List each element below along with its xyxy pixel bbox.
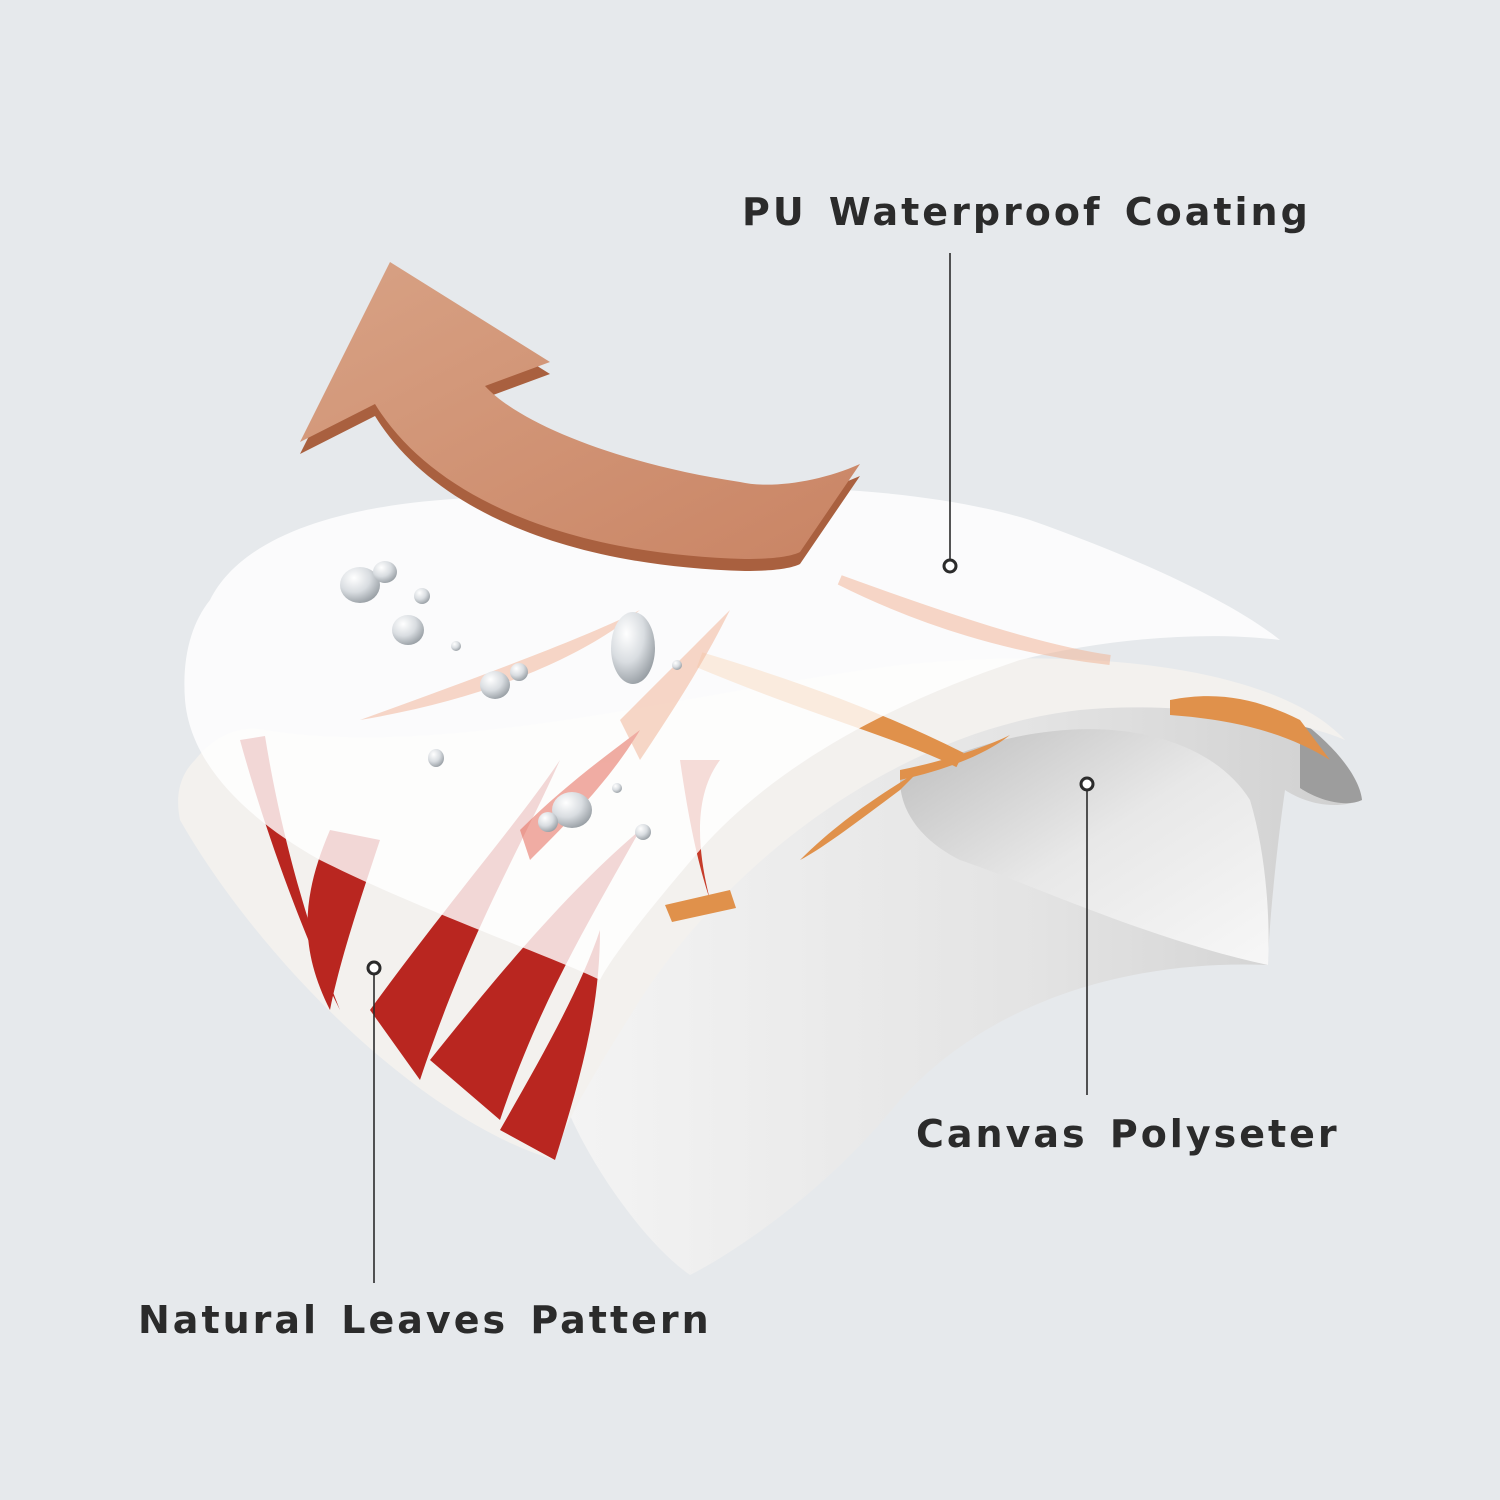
canvas-label: Canvas Polyseter bbox=[916, 1112, 1340, 1156]
water-drop-icons bbox=[340, 561, 682, 840]
pattern-label: Natural Leaves Pattern bbox=[138, 1298, 712, 1342]
water-drop-icon bbox=[451, 641, 461, 651]
water-drop-icon bbox=[373, 561, 397, 583]
water-drop-icon bbox=[611, 612, 655, 684]
water-drop-icon bbox=[538, 812, 558, 832]
water-drop-icon bbox=[414, 588, 430, 604]
callout-dot-icon bbox=[1079, 776, 1095, 792]
callout-dot-icon bbox=[366, 960, 382, 976]
water-drop-icon bbox=[480, 671, 510, 699]
water-drop-icon bbox=[510, 663, 528, 681]
water-drop-icon bbox=[392, 615, 424, 645]
callout-dots bbox=[366, 558, 1095, 976]
water-drop-icon bbox=[428, 749, 444, 767]
water-drop-icon bbox=[340, 567, 380, 603]
callout-lines bbox=[373, 253, 1088, 1283]
canvas-inner-curve bbox=[900, 729, 1269, 965]
coating-layer bbox=[184, 486, 1280, 980]
coating-label: PU Waterproof Coating bbox=[742, 190, 1311, 234]
peel-arrow-icon bbox=[300, 262, 860, 571]
callout-dot-icon bbox=[942, 558, 958, 574]
water-drop-icon bbox=[672, 660, 682, 670]
water-drop-icon bbox=[552, 792, 592, 828]
water-drop-icon bbox=[612, 783, 622, 793]
water-drop-icon bbox=[635, 824, 651, 840]
